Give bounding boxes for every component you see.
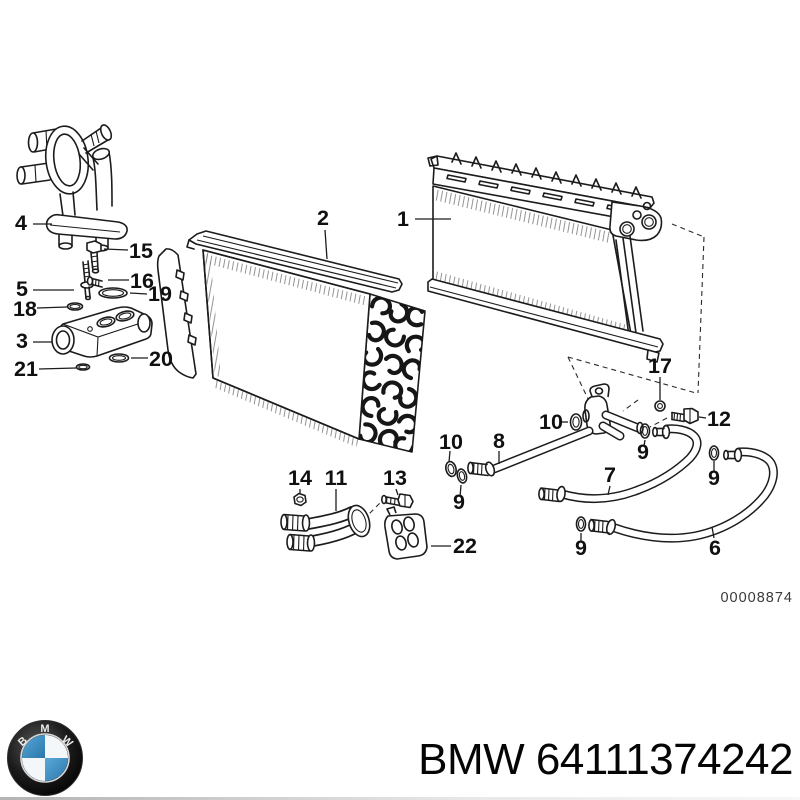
- callout-4: 4: [15, 211, 27, 235]
- callout-13: 13: [383, 466, 407, 490]
- part-15-bolt: [86, 240, 102, 274]
- part-3-expansion-valve: [51, 306, 153, 358]
- callout-numbers: 1 2 3 4 5 6 7 8 9 9 9 9 10 10 11 12 13 1…: [13, 206, 731, 560]
- part-10-o-ring-mid: [569, 413, 583, 431]
- part-8-pipe: [467, 426, 594, 477]
- callout-10b: 10: [539, 410, 563, 434]
- callout-10a: 10: [439, 430, 463, 454]
- part-11-water-pipe: [280, 504, 371, 552]
- callout-leaders: [33, 218, 715, 547]
- callout-1: 1: [397, 207, 409, 231]
- pipe-flange-bracket: [582, 383, 644, 441]
- part-9-o-ring-left: [456, 468, 468, 484]
- callout-9d: 9: [575, 536, 587, 560]
- part-19-o-ring: [98, 287, 128, 299]
- callout-9b: 9: [637, 440, 649, 464]
- diagram-code: 00008874: [720, 590, 793, 606]
- callout-8: 8: [493, 429, 505, 453]
- callout-9c: 9: [708, 466, 720, 490]
- callout-2: 2: [317, 206, 329, 230]
- callout-5: 5: [16, 277, 28, 301]
- callout-20: 20: [149, 347, 173, 371]
- part-10-o-ring-left: [445, 460, 457, 478]
- part-number-title: BMW 64111374242: [418, 735, 793, 784]
- callout-19: 19: [148, 282, 172, 306]
- callout-15: 15: [129, 239, 153, 263]
- part-21-o-ring: [75, 363, 91, 371]
- part-9-o-ring-mid: [639, 423, 651, 439]
- callout-16: 16: [130, 269, 154, 293]
- logo-letter-m: M: [40, 723, 49, 735]
- part-2-evaporator: [156, 230, 426, 453]
- part-13-screw: [380, 493, 414, 509]
- part-6-pipe: [588, 447, 778, 543]
- part-16-threaded-insert: [86, 276, 103, 288]
- part-18-o-ring: [66, 302, 84, 311]
- part-9-o-ring-bottom: [575, 516, 587, 532]
- callout-3: 3: [16, 329, 28, 353]
- callout-11: 11: [325, 466, 348, 490]
- callout-7: 7: [604, 463, 616, 487]
- construction-lines: [368, 223, 705, 515]
- part-1-heater-core: [427, 152, 664, 363]
- part-14-nut: [293, 492, 307, 507]
- callout-17: 17: [648, 354, 672, 378]
- part-20-o-ring: [108, 353, 130, 363]
- part-9-o-ring-right: [708, 445, 720, 461]
- callout-9a: 9: [453, 490, 465, 514]
- bottom-edge-strip: [0, 797, 800, 800]
- callout-18: 18: [13, 297, 37, 321]
- part-17-washer: [654, 400, 666, 412]
- part-4-water-valve: [16, 124, 128, 252]
- bmw-logo-icon: B M W: [7, 720, 83, 796]
- callout-12: 12: [707, 407, 731, 431]
- part-12-bolt: [671, 407, 699, 425]
- callout-6: 6: [709, 536, 721, 560]
- callout-22: 22: [453, 534, 477, 558]
- part-7-pipe: [538, 424, 702, 504]
- part-22-gasket: [384, 506, 428, 560]
- callout-21: 21: [14, 357, 38, 381]
- callout-14: 14: [288, 466, 312, 490]
